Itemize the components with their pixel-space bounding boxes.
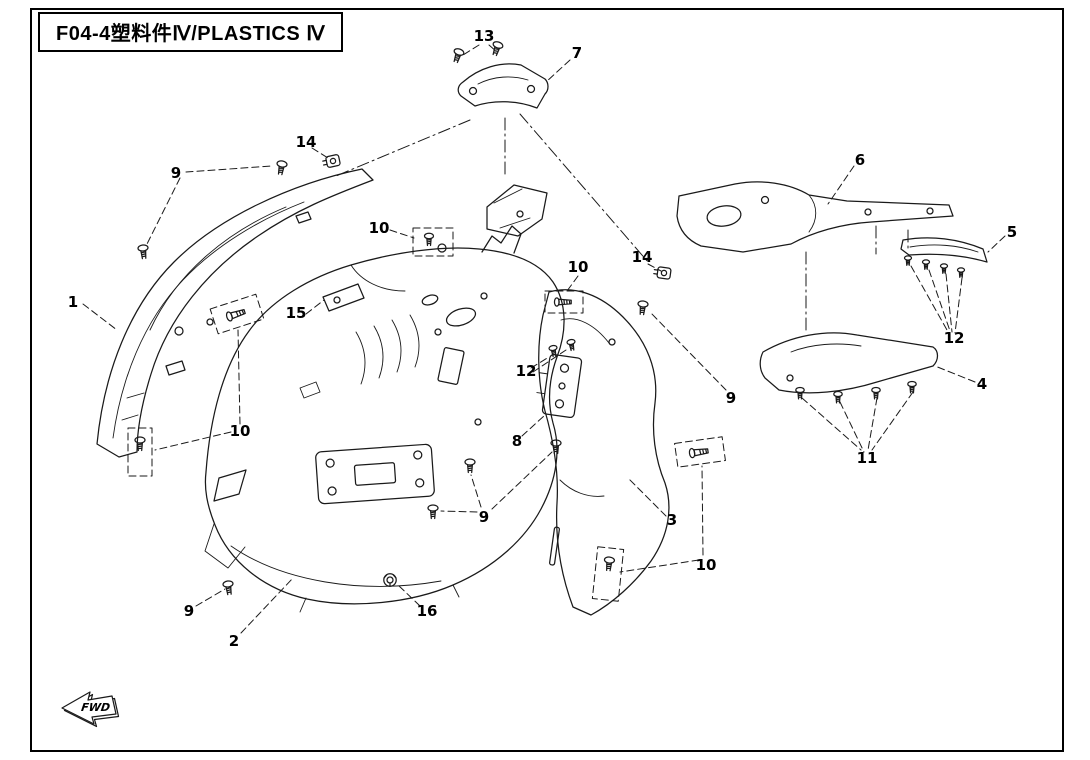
fastener-box-10-c: [545, 291, 583, 313]
callout-9-right: 9: [726, 389, 736, 407]
page-title: F04-4塑料件Ⅳ/PLASTICS Ⅳ: [38, 12, 344, 52]
callout-7: 7: [572, 44, 582, 62]
callout-10-left: 10: [230, 422, 251, 440]
callout-5: 5: [1007, 223, 1017, 241]
callout-6: 6: [855, 151, 865, 169]
callout-10-top: 10: [369, 219, 390, 237]
callout-1: 1: [68, 293, 78, 311]
callout-13: 13: [474, 27, 495, 45]
part-3-right-panel: [539, 290, 669, 615]
fwd-arrow: FWD: [62, 692, 119, 727]
fwd-label: FWD: [80, 701, 111, 714]
nut-16: [383, 573, 397, 587]
callout-10-center: 10: [568, 258, 589, 276]
fastener-box-10-e: [592, 547, 623, 601]
part-7-top-bracket: [458, 64, 548, 108]
screws-12-center: [548, 338, 577, 358]
callout-3: 3: [667, 511, 677, 529]
part-6-upper-bracket: [677, 182, 953, 252]
callout-labels: 13 7 14 9 6 10 5 14 10 1 15 12 12 4 9 10…: [68, 27, 1017, 650]
leader-lines: [83, 45, 1005, 633]
callout-11: 11: [857, 449, 878, 467]
clip-nut-14-right: [652, 265, 672, 280]
part-4-side-panel: [760, 333, 937, 393]
callout-2: 2: [229, 632, 239, 650]
callout-15: 15: [286, 304, 307, 322]
callout-12-center: 12: [516, 362, 537, 380]
mounting-plate: [315, 444, 434, 504]
part-1-left-panel: [97, 169, 373, 457]
part-5-trim-strip: [901, 238, 987, 262]
callout-9-center: 9: [479, 508, 489, 526]
fastener-box-10-d: [128, 428, 152, 476]
fastener-box-10-f: [675, 437, 726, 467]
callout-8: 8: [512, 432, 522, 450]
screws-9: [137, 159, 649, 596]
callout-16: 16: [417, 602, 438, 620]
callout-10-bottom: 10: [696, 556, 717, 574]
screws-12-right: [904, 255, 965, 278]
callout-12-right: 12: [944, 329, 965, 347]
part-2-center-body: [205, 226, 564, 612]
page-border: [30, 8, 1064, 752]
part-15-label-sticker: [323, 284, 364, 311]
part-8-bracket: [534, 353, 582, 418]
callout-4: 4: [977, 375, 987, 393]
callout-14-right: 14: [632, 248, 653, 266]
callout-14-left: 14: [296, 133, 317, 151]
fastener-box-10-b: [413, 228, 453, 256]
callout-9-topleft: 9: [171, 164, 181, 182]
callout-9-bottom: 9: [184, 602, 194, 620]
inner-bracket-detail: [487, 185, 547, 236]
fastener-box-10-a: [210, 294, 264, 334]
